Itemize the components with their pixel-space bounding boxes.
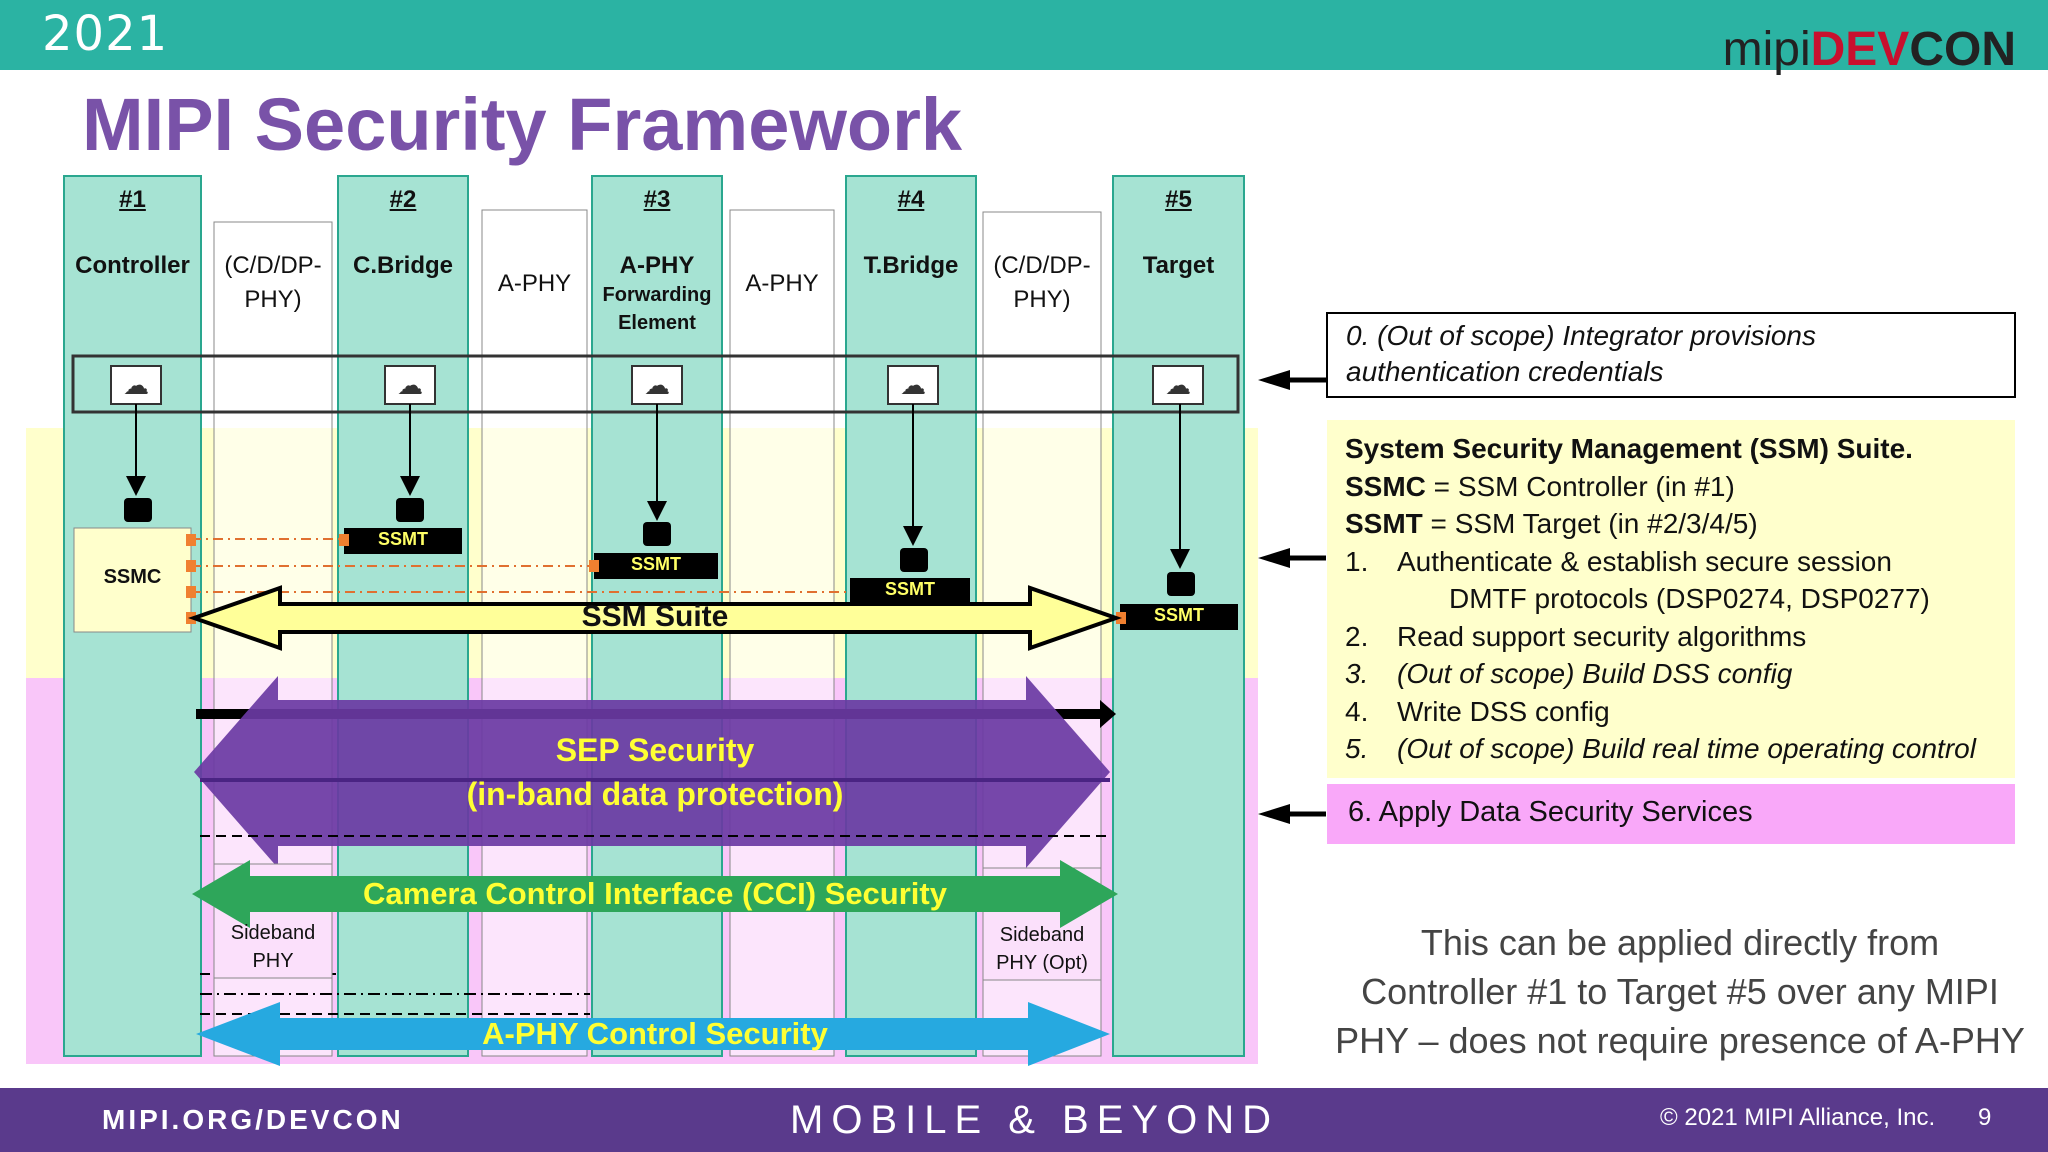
year-label: 2021 xyxy=(42,6,169,62)
ssmt-label: SSMT xyxy=(377,529,428,549)
side-arrows xyxy=(1290,377,1326,817)
col-label: A-PHY xyxy=(619,252,695,279)
ssm-suite-arrow xyxy=(187,585,1123,651)
ssmt-label: SSMT xyxy=(630,554,681,574)
ssmt-boxes xyxy=(344,528,1238,630)
sep-security-arrow xyxy=(194,676,1110,868)
col-label: C.Bridge xyxy=(352,252,453,279)
ssm-box xyxy=(1327,420,2015,778)
list-item: 1.Authenticate & establish secure sessio… xyxy=(1345,545,1892,577)
col-label: A-PHY xyxy=(745,270,819,297)
aphy-control-arrow xyxy=(196,1002,1110,1066)
list-item: 3.(Out of scope) Build DSS config xyxy=(1345,658,1793,689)
cloud-download-icon: ☁ xyxy=(123,371,149,401)
ssmt-label: SSMT xyxy=(1153,605,1204,625)
cloud-download-icons xyxy=(110,365,1204,405)
sideband-left-label-2: PHY xyxy=(252,950,294,972)
mipi-devcon-logo: mipiDEVCON xyxy=(1722,23,2016,76)
sideband-left-label: Sideband xyxy=(230,922,316,944)
ssmc-box xyxy=(73,527,192,633)
sideband-right-label-2: PHY (Opt) xyxy=(996,952,1088,974)
footer: MIPI.ORG/DEVCON MOBILE & BEYOND © 2021 M… xyxy=(0,1088,2048,1152)
col-label: A-PHY xyxy=(497,270,572,297)
list-item: DMTF protocols (DSP0274, DSP0277) xyxy=(1449,583,1930,614)
storage-cylinders xyxy=(124,498,1195,596)
provisioning-box xyxy=(71,354,1240,414)
footer-tagline: MOBILE & BEYOND xyxy=(790,1098,1279,1142)
note-text: This can be applied directly from Contro… xyxy=(1335,922,2025,1061)
ssmt-label: SSMT xyxy=(884,579,935,599)
list-item: 2.Read support security algorithms xyxy=(1345,620,1807,652)
col-label: Target xyxy=(1142,252,1215,279)
col-num: #2 xyxy=(389,186,417,213)
list-item: 5.(Out of scope) Build real time operati… xyxy=(1345,733,1976,764)
ssmt-definition: SSMT = SSM Target (in #2/3/4/5) xyxy=(1345,508,1758,539)
page-number: 9 xyxy=(1978,1104,1992,1131)
cloud-download-icon: ☁ xyxy=(900,371,926,401)
step6-label: 6. Apply Data Security Services xyxy=(1348,796,1753,828)
sep-label-1: SEP Security xyxy=(555,732,755,768)
footer-copyright: © 2021 MIPI Alliance, Inc. xyxy=(1660,1104,1936,1131)
aphy-control-label: A-PHY Control Security xyxy=(482,1016,828,1051)
step0-box xyxy=(1326,312,2016,398)
cloud-download-icon: ☁ xyxy=(1165,371,1191,401)
col-num: #3 xyxy=(643,186,671,213)
col-label: (C/D/DP- xyxy=(224,252,322,279)
col-num: #1 xyxy=(119,186,146,213)
footer-url: MIPI.ORG/DEVCON xyxy=(102,1104,404,1135)
sideband-right-label: Sideband xyxy=(999,924,1085,946)
ssmc-label: SSMC xyxy=(103,566,162,588)
step6-box xyxy=(1327,784,2015,844)
col-sub: PHY) xyxy=(1013,286,1071,313)
col-sub: PHY) xyxy=(244,286,302,313)
cloud-download-icon: ☁ xyxy=(397,371,423,401)
ssmc-definition: SSMC = SSM Controller (in #1) xyxy=(1345,470,1735,502)
ssm-list: System Security Management (SSM) Suite. … xyxy=(1345,430,2005,768)
sep-label-2: (in-band data protection) xyxy=(466,776,844,812)
ssm-links xyxy=(191,538,850,593)
step0-line1: 0. (Out of scope) Integrator provisions xyxy=(1346,320,1816,351)
col-num: #5 xyxy=(1165,186,1192,213)
cci-label: Camera Control Interface (CCI) Security xyxy=(363,876,947,911)
cci-security-arrow xyxy=(192,860,1118,928)
cloud-download-icon: ☁ xyxy=(644,371,670,401)
ssm-suite-label: SSM Suite xyxy=(581,600,729,633)
step0-line2: authentication credentials xyxy=(1346,356,1664,387)
col-label: (C/D/DP- xyxy=(993,252,1091,279)
slide-title: MIPI Security Framework xyxy=(82,83,963,166)
list-item: 4.Write DSS config xyxy=(1345,695,1610,727)
col-num: #4 xyxy=(897,186,925,213)
col-sub: Forwarding xyxy=(602,284,712,306)
col-label: T.Bridge xyxy=(863,252,959,279)
col-sub2: Element xyxy=(618,312,696,334)
ssm-heading: System Security Management (SSM) Suite. xyxy=(1345,433,1913,464)
provision-arrows xyxy=(126,404,1190,569)
top-banner: 2021 xyxy=(0,0,2048,70)
col-label: Controller xyxy=(75,252,190,279)
